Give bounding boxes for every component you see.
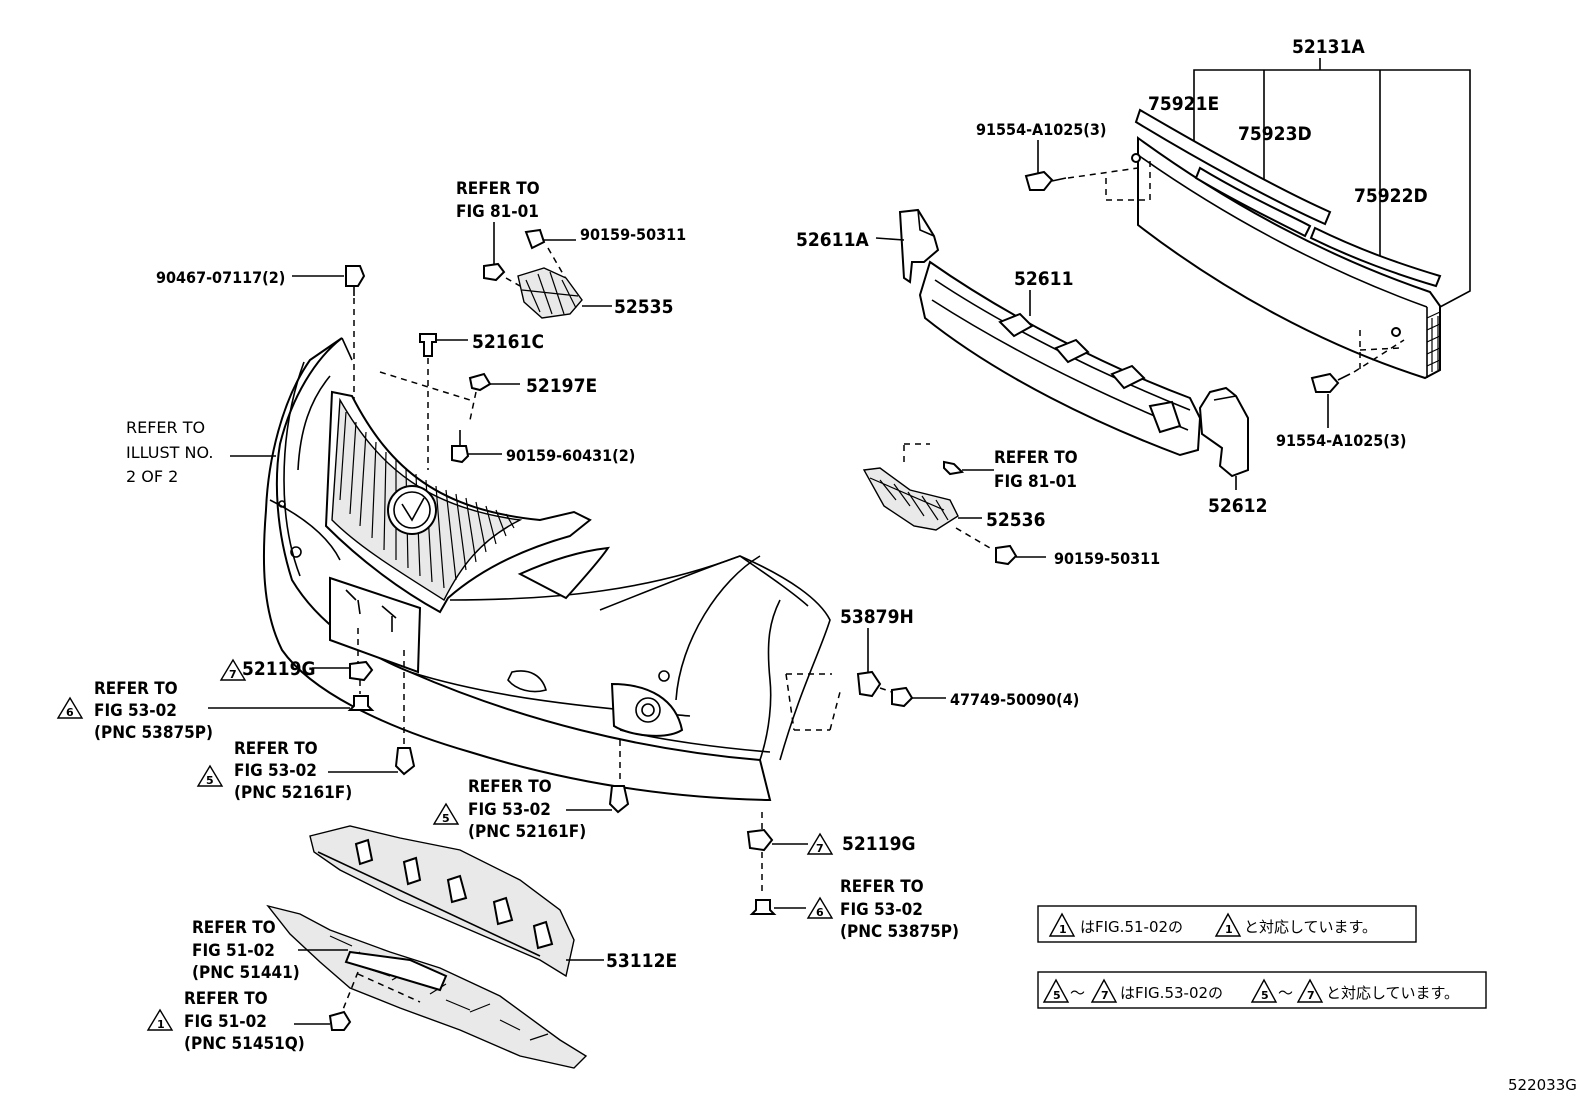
label-ref5-mid-3: (PNC 52161F) <box>468 822 586 842</box>
label-75923D: 75923D <box>1238 123 1312 145</box>
label-ref6-right-2: FIG 53-02 <box>840 900 923 920</box>
bracket-52535 <box>483 222 612 319</box>
label-refer-81-01-right-2: FIG 81-01 <box>994 472 1077 492</box>
label-ref1-3: (PNC 51451Q) <box>184 1034 305 1054</box>
clip-52119G-left <box>208 660 375 711</box>
label-refer-81-01-top-2: FIG 81-01 <box>456 202 539 222</box>
label-ref5-mid-2: FIG 53-02 <box>468 800 551 820</box>
label-91554-bottom: 91554-A1025(3) <box>1276 431 1406 450</box>
label-ref5-mid-1: REFER TO <box>468 777 552 797</box>
note-2-text-a: ～ <box>1070 984 1085 1002</box>
label-52197E: 52197E <box>526 375 597 397</box>
label-75921E: 75921E <box>1148 93 1219 115</box>
label-53879H: 53879H <box>840 606 914 628</box>
svg-text:1: 1 <box>1225 923 1233 936</box>
label-ref1-1: REFER TO <box>184 989 268 1009</box>
clip-52161F-mid <box>566 785 630 814</box>
label-ref-51441-3: (PNC 51441) <box>192 963 300 983</box>
svg-text:7: 7 <box>229 668 237 681</box>
label-refer-81-01-top-1: REFER TO <box>456 179 540 199</box>
front-bumper-cover <box>262 337 841 802</box>
svg-text:5: 5 <box>442 812 450 825</box>
label-ref5-left-1: REFER TO <box>234 739 318 759</box>
label-illust-1: REFER TO <box>126 418 205 437</box>
note-2-text-c: ～ <box>1278 984 1293 1002</box>
svg-text:6: 6 <box>816 906 824 919</box>
label-90467: 90467-07117(2) <box>156 268 285 287</box>
triangle-mark-7-right: 7 <box>806 832 834 855</box>
under-cover-53112E <box>309 825 604 978</box>
triangle-mark-7-left: 7 <box>219 658 247 681</box>
svg-text:5: 5 <box>1053 989 1061 1002</box>
triangle-mark-5-left: 5 <box>196 764 224 787</box>
label-ref-51441-1: REFER TO <box>192 918 276 938</box>
label-52161C: 52161C <box>472 331 544 353</box>
clip-51451Q <box>294 1010 352 1031</box>
label-52119G-right: 52119G <box>842 833 916 855</box>
note-1-text-a: はFIG.51-02の <box>1080 918 1183 936</box>
clip-52161C <box>419 333 468 470</box>
label-ref6-left-1: REFER TO <box>94 679 178 699</box>
triangle-mark-1-left: 1 <box>146 1008 174 1031</box>
bolt-90467 <box>292 265 366 410</box>
label-ref6-left-3: (PNC 53875P) <box>94 723 213 743</box>
label-52612: 52612 <box>1208 495 1267 517</box>
clip-52197E <box>379 371 520 421</box>
bolt-91554-bottom <box>1310 330 1405 428</box>
bracket-52536 <box>862 443 1046 566</box>
note-box-2: 5 ～ 7 はFIG.53-02の 5 ～ 7 と対応しています。 <box>1037 971 1487 1009</box>
energy-absorber-52611 <box>875 208 1249 490</box>
bolt-91554-top <box>1024 140 1151 201</box>
label-52119G-left: 52119G <box>242 658 316 680</box>
label-52535: 52535 <box>614 296 673 318</box>
label-52536: 52536 <box>986 509 1045 531</box>
label-ref-51441-2: FIG 51-02 <box>192 941 275 961</box>
label-ref6-right-3: (PNC 53875P) <box>840 922 959 942</box>
label-ref5-left-2: FIG 53-02 <box>234 761 317 781</box>
bumper-reinforcement-52131A <box>1131 58 1471 380</box>
triangle-mark-5-mid: 5 <box>432 802 460 825</box>
label-ref5-left-3: (PNC 52161F) <box>234 783 352 803</box>
label-75922D: 75922D <box>1354 185 1428 207</box>
label-refer-81-01-right-1: REFER TO <box>994 448 1078 468</box>
svg-text:7: 7 <box>1307 989 1315 1002</box>
note-1-text-b: と対応しています。 <box>1244 918 1377 936</box>
label-90159-60431: 90159-60431(2) <box>506 446 635 465</box>
triangle-mark-6-right: 6 <box>806 896 834 919</box>
label-90159-50311-right: 90159-50311 <box>1054 549 1160 568</box>
svg-text:1: 1 <box>1059 923 1067 936</box>
label-90159-50311-top: 90159-50311 <box>580 225 686 244</box>
under-cover-51441 <box>266 904 588 1069</box>
label-ref6-right-1: REFER TO <box>840 877 924 897</box>
svg-text:5: 5 <box>206 774 214 787</box>
label-illust-2: ILLUST NO. <box>126 443 213 462</box>
label-53112E: 53112E <box>606 950 677 972</box>
label-ref6-left-2: FIG 53-02 <box>94 701 177 721</box>
label-illust-3: 2 OF 2 <box>126 467 178 486</box>
label-52611: 52611 <box>1014 268 1073 290</box>
retainer-53879H <box>856 628 946 708</box>
clip-52161F-left <box>328 747 416 776</box>
clip-52119G-right <box>746 812 808 915</box>
svg-text:7: 7 <box>816 842 824 855</box>
svg-text:5: 5 <box>1261 989 1269 1002</box>
label-ref1-2: FIG 51-02 <box>184 1012 267 1032</box>
note-2-text-d: と対応しています。 <box>1326 984 1459 1002</box>
svg-text:7: 7 <box>1101 989 1109 1002</box>
screw-90159-60431 <box>451 430 502 464</box>
svg-text:6: 6 <box>66 706 74 719</box>
label-47749: 47749-50090(4) <box>950 690 1079 709</box>
figure-id: 522033G <box>1508 1076 1577 1094</box>
label-91554-top: 91554-A1025(3) <box>976 120 1106 139</box>
triangle-mark-6-left: 6 <box>56 696 84 719</box>
note-2-text-b: はFIG.53-02の <box>1120 984 1223 1002</box>
note-box-1: 1 はFIG.51-02の 1 と対応しています。 <box>1037 905 1417 943</box>
label-52131A: 52131A <box>1292 36 1365 58</box>
svg-text:1: 1 <box>157 1018 165 1031</box>
label-52611A: 52611A <box>796 229 869 251</box>
